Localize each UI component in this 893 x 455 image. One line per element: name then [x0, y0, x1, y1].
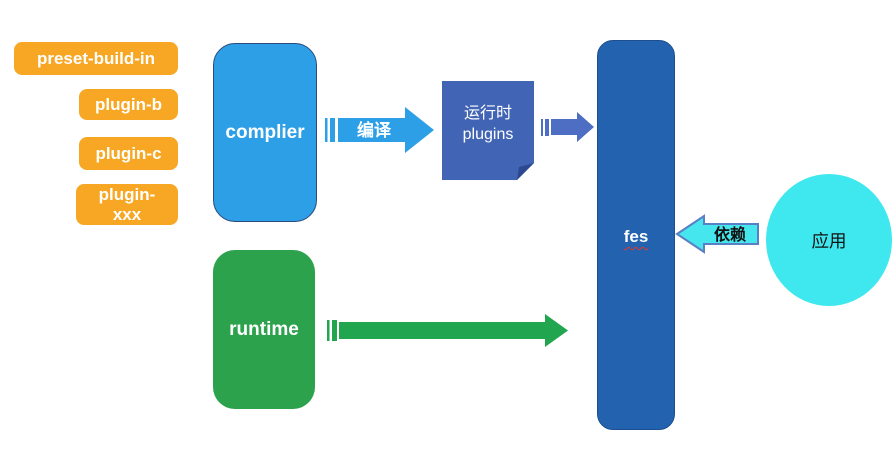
runtime-label: runtime	[229, 318, 299, 340]
depend-arrow: 依赖	[675, 214, 759, 254]
plugin-box-plugin-xxx: plugin-xxx	[76, 184, 178, 225]
fes-label: fes	[623, 227, 649, 246]
arrow-body	[551, 112, 594, 142]
plugin-box-plugin-c: plugin-c	[79, 137, 178, 170]
app-ellipse: 应用	[766, 174, 892, 306]
arrow-stripe	[330, 118, 335, 142]
runtime-box: runtime	[213, 250, 315, 409]
app-label: 应用	[811, 230, 847, 251]
fes-box: fes	[597, 40, 675, 430]
folded-corner-flap	[517, 163, 534, 180]
complier-label: complier	[225, 121, 305, 143]
plugin-label: plugin-b	[94, 94, 163, 114]
arrow-stripe	[332, 320, 337, 341]
depend-arrow-label: 依赖	[714, 225, 746, 244]
arrow-body	[675, 214, 759, 254]
plugin-label: plugin-c	[95, 143, 162, 163]
folded-note-shape	[442, 81, 534, 180]
plugin-label: plugin-xxx	[98, 184, 156, 224]
compile-arrow: 编译	[325, 107, 434, 153]
plugin-box-preset-build-in: preset-build-in	[14, 42, 178, 75]
runtime-plugins-box	[442, 81, 534, 180]
arrow-stripe	[327, 320, 330, 341]
arrow-body	[338, 107, 434, 153]
plugins-to-fes-arrow	[541, 112, 594, 142]
runtime-to-fes-arrow	[327, 314, 568, 347]
plugin-label: preset-build-in	[36, 48, 156, 68]
arrow-stripe	[541, 119, 543, 136]
arrow-body	[339, 314, 568, 347]
arrow-stripe	[325, 118, 328, 142]
complier-box: complier	[213, 43, 317, 222]
plugin-box-plugin-b: plugin-b	[79, 89, 178, 120]
compile-arrow-label: 编译	[357, 120, 392, 140]
arrow-stripe	[545, 119, 549, 136]
